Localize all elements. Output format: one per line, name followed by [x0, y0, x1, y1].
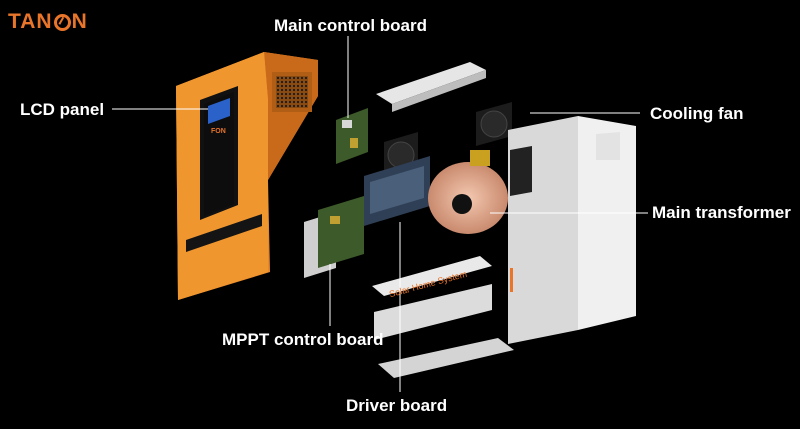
label-cooling-fan: Cooling fan [650, 104, 743, 124]
brand-text-right: N [72, 10, 88, 33]
brand-text-left: TAN [8, 10, 53, 33]
brand-o-icon [54, 14, 71, 31]
label-mppt-control-board: MPPT control board [222, 330, 384, 350]
driver-board [364, 156, 430, 226]
brand-logo: TAN N [8, 10, 88, 34]
main-control-board [336, 108, 368, 164]
cooling-fan-right [476, 102, 512, 146]
top-bracket [376, 62, 486, 112]
lcd-brand-text: FON [211, 128, 226, 135]
label-driver-board: Driver board [346, 396, 447, 416]
orange-front-housing [176, 52, 318, 300]
label-main-transformer: Main transformer [652, 203, 791, 223]
white-chassis [508, 116, 636, 344]
mppt-control-board [304, 196, 364, 278]
main-transformer [428, 150, 508, 234]
label-lcd-panel: LCD panel [20, 100, 104, 120]
label-main-control-board: Main control board [274, 16, 427, 36]
